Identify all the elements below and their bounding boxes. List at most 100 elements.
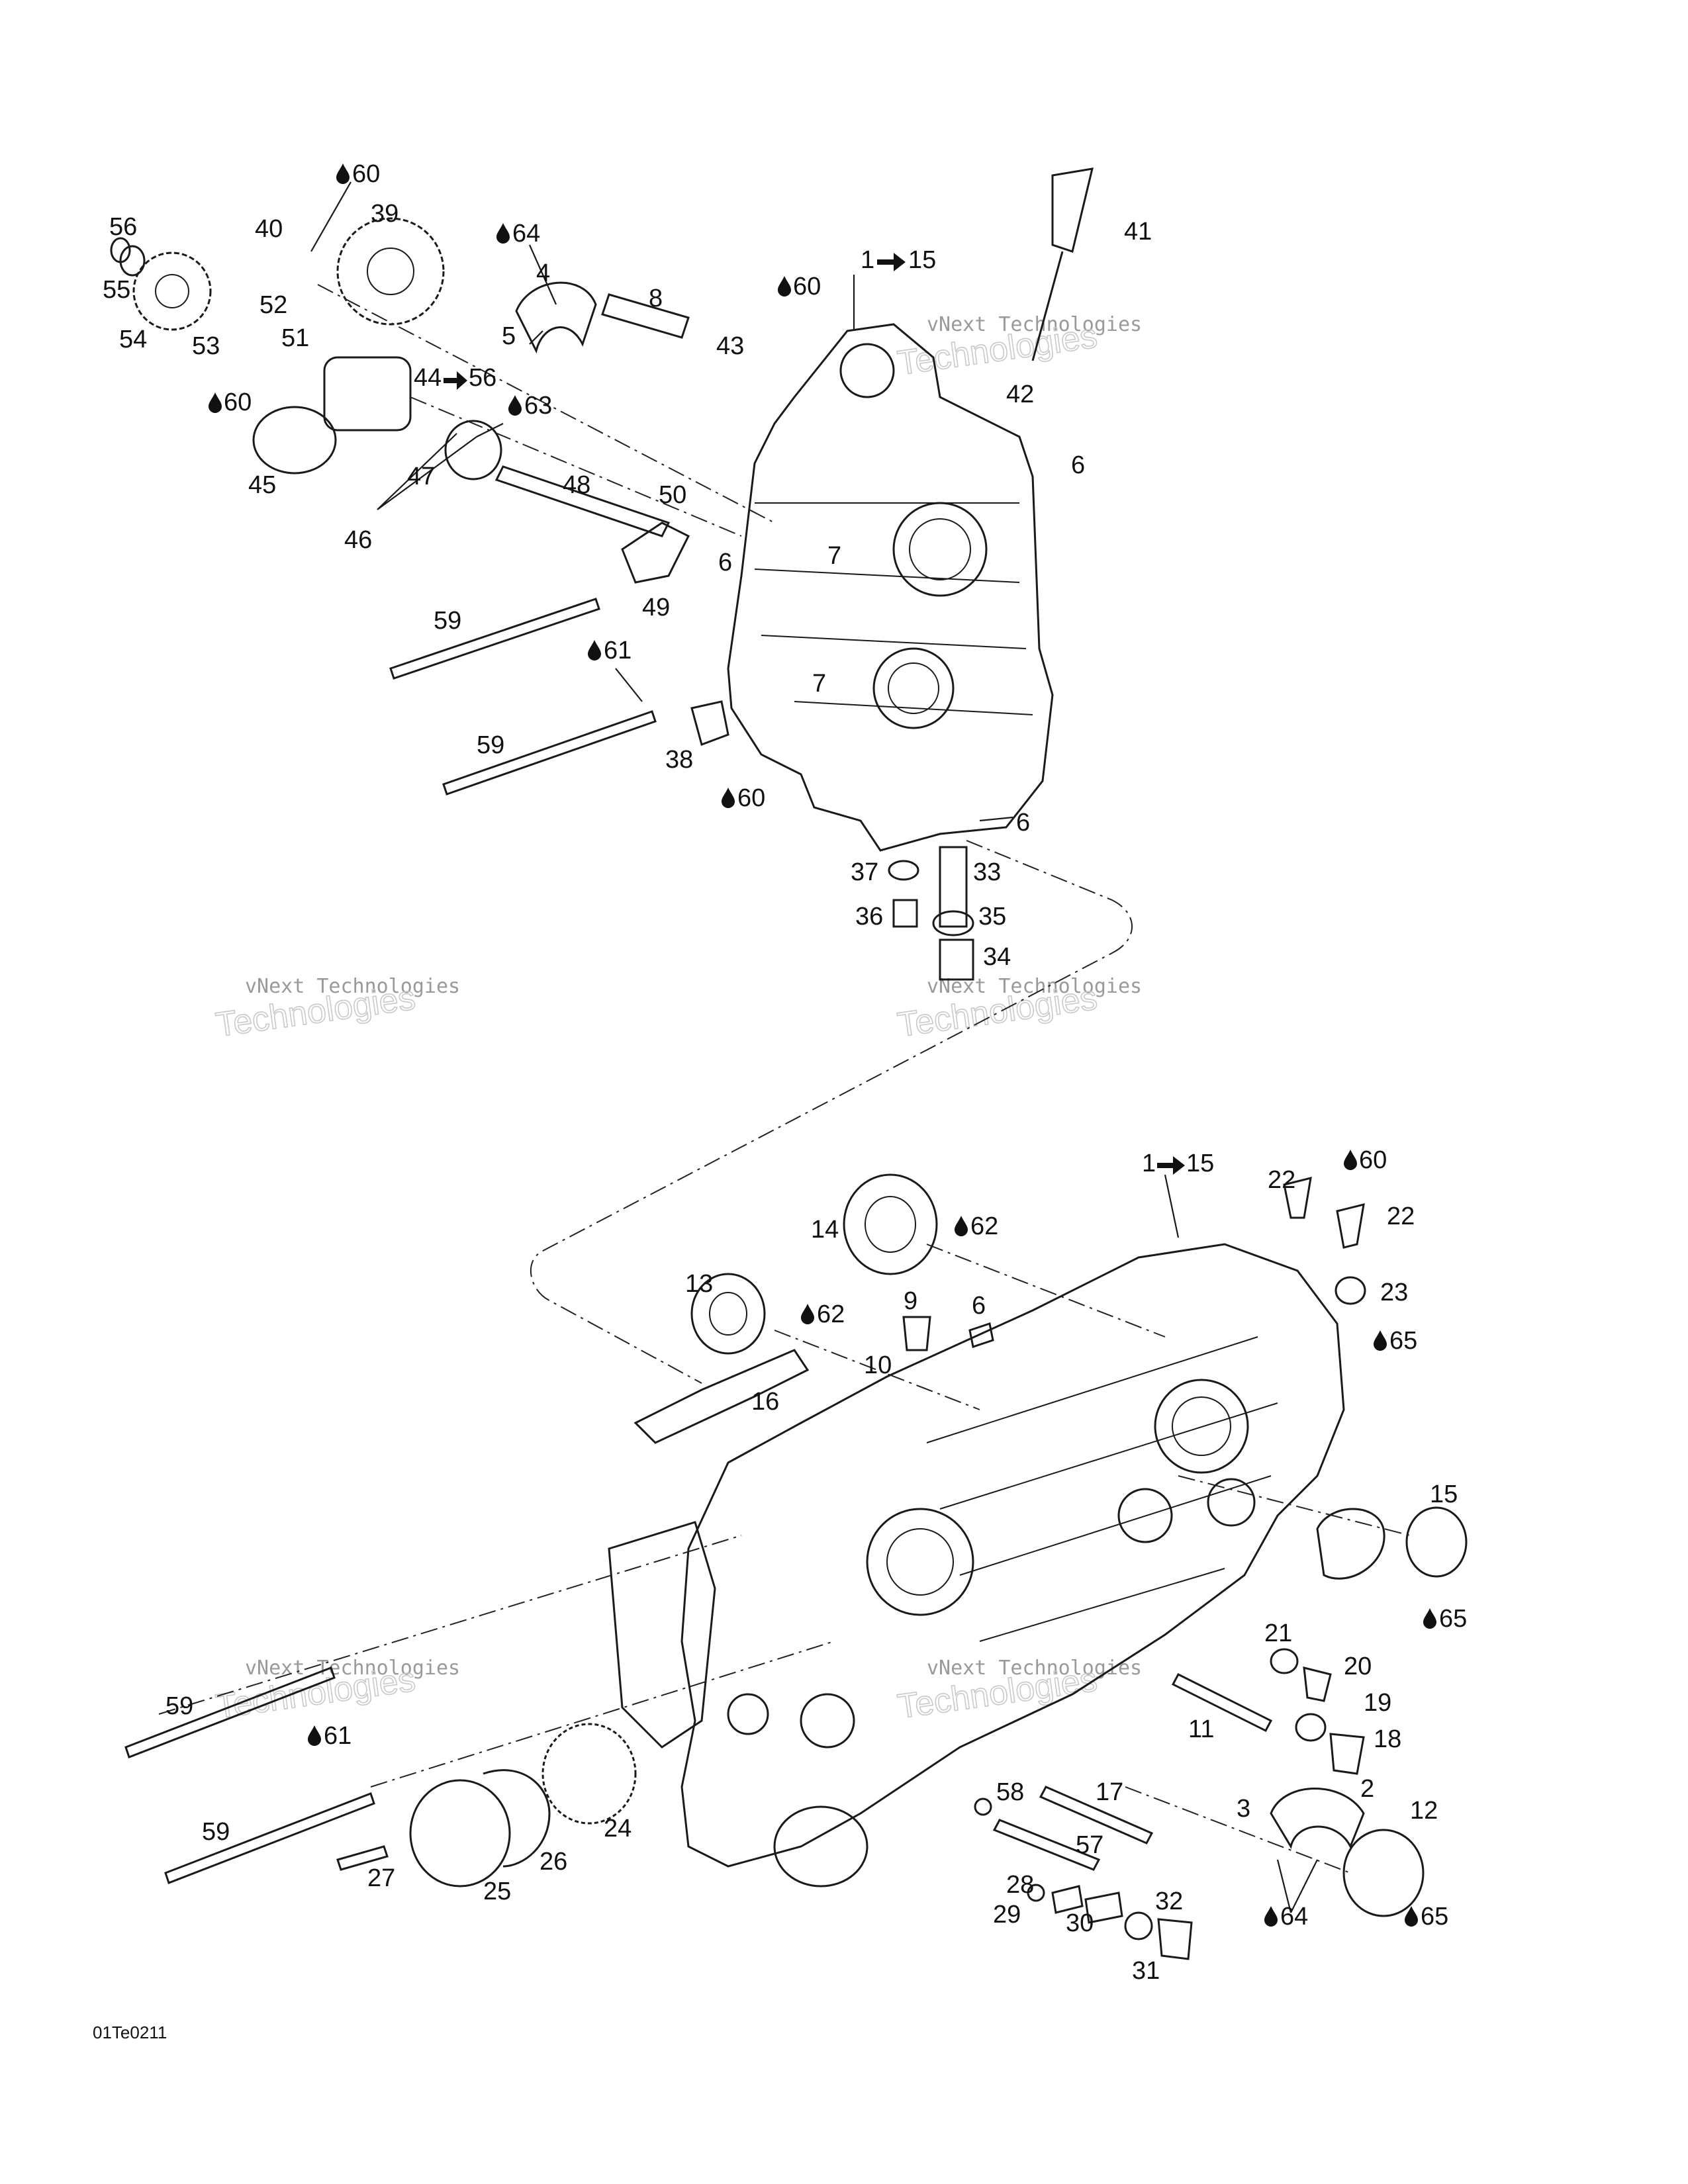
callout-label: 54 <box>119 326 147 353</box>
watermark-line1: vNext Technologies <box>245 975 460 998</box>
oil-drop-icon <box>778 276 791 296</box>
callout-label: 47 <box>407 463 435 490</box>
watermark-line1: vNext Technologies <box>927 313 1142 336</box>
oil-drop-icon <box>588 640 601 660</box>
callout-label: 20 <box>1344 1653 1372 1680</box>
callout-label: 7 <box>827 542 841 570</box>
watermark-layer: vNext Technologies Technologies vNext Te… <box>213 313 1142 1727</box>
gasket-right <box>1316 1508 1385 1580</box>
stud-59-b <box>442 710 657 796</box>
gear-54-hub <box>155 274 189 308</box>
callout-label: 41 <box>1124 218 1152 246</box>
bearing-bore <box>1154 1379 1249 1474</box>
oil-drop-label: 64 <box>1264 1903 1308 1931</box>
callout-label: 17 <box>1096 1778 1123 1806</box>
bearing-bore <box>866 1508 974 1616</box>
leader <box>615 668 643 702</box>
callout-label: 23 <box>1380 1279 1408 1306</box>
callout-label: 42 <box>1006 381 1034 408</box>
screw-27 <box>336 1845 389 1871</box>
alignment-line <box>158 1535 742 1715</box>
arrow-right-icon <box>1157 1156 1185 1175</box>
callout-label: 13 <box>685 1270 713 1298</box>
callout-label: 38 <box>665 746 693 774</box>
cover-25 <box>409 1779 511 1888</box>
bearing-shell-2-3 <box>1270 1788 1365 1849</box>
oil-drop-icon <box>1374 1330 1387 1351</box>
gear-54 <box>132 251 212 331</box>
callout-label: 34 <box>983 943 1011 971</box>
watermark-line1: vNext Technologies <box>245 1657 460 1680</box>
leader <box>1164 1174 1180 1238</box>
watermark: vNext Technologies Technologies <box>895 1657 1142 1727</box>
leader <box>310 181 352 252</box>
bearing-shell-4-5 <box>515 281 597 354</box>
dipstick-41 <box>1031 167 1094 361</box>
upper-labels: 1 15 4 5 6 6 6 7 7 8 33 34 35 36 37 38 3… <box>103 160 1152 971</box>
oil-drop-value: 65 <box>1389 1327 1417 1355</box>
arrow-right-icon <box>877 253 906 271</box>
cap-23 <box>1335 1276 1366 1305</box>
o-ring-32 <box>1124 1911 1153 1940</box>
leader-lines <box>310 181 1318 1913</box>
callout-label: 15 <box>1186 1150 1214 1177</box>
bearing-bore <box>892 502 988 597</box>
callout-label: 8 <box>649 285 663 312</box>
plunger-30 <box>1084 1891 1123 1924</box>
callout-label: 59 <box>202 1818 230 1846</box>
callout-label: 43 <box>716 332 744 360</box>
callout-label: 15 <box>1430 1480 1458 1508</box>
callout-label: 53 <box>192 332 220 360</box>
oil-drop-value: 61 <box>324 1722 352 1750</box>
alignment-line <box>530 840 1133 1384</box>
plug-9 <box>902 1316 931 1351</box>
oil-filler-boss <box>839 343 895 398</box>
callout-label: 6 <box>718 549 732 576</box>
callout-label: 32 <box>1155 1888 1183 1915</box>
filter-24 <box>541 1723 637 1825</box>
oil-drop-label: 61 <box>588 637 632 664</box>
callout-label: 4 <box>536 259 550 287</box>
bolt-17 <box>1039 1786 1154 1844</box>
callout-label: 57 <box>1076 1831 1103 1859</box>
callout-label: 16 <box>751 1388 779 1416</box>
callout-label: 56 <box>469 364 496 392</box>
bearing-bore <box>872 647 955 729</box>
oil-drop-value: 62 <box>817 1300 845 1328</box>
gear-39-hub <box>367 248 414 295</box>
washer-37 <box>888 860 919 881</box>
callout-label: 19 <box>1364 1689 1391 1717</box>
seal-47 <box>444 420 502 480</box>
drawing-code: 01Te0211 <box>93 2023 167 2042</box>
oil-drop-icon <box>1423 1608 1436 1629</box>
callout-label: 33 <box>973 858 1001 886</box>
oil-drop-label: 63 <box>508 392 552 420</box>
bearing-14 <box>843 1173 938 1275</box>
alignment-line <box>317 284 775 523</box>
callout-label: 45 <box>248 471 276 499</box>
callout-label: 26 <box>539 1848 567 1876</box>
callout-label: 24 <box>604 1815 632 1843</box>
ball-28 <box>1027 1884 1045 1902</box>
plug-22-b <box>1336 1203 1365 1249</box>
dowel-6-lower <box>968 1322 994 1348</box>
callout-label: 5 <box>502 322 516 350</box>
stud-59-c <box>124 1666 336 1758</box>
oil-drop-value: 60 <box>793 273 821 300</box>
callout-label: 59 <box>434 607 461 635</box>
oil-drop-value: 64 <box>1280 1903 1308 1931</box>
oil-drop-value: 61 <box>604 637 632 664</box>
stud-59-d <box>164 1792 375 1884</box>
leader <box>528 244 557 345</box>
callout-label: 36 <box>855 903 883 931</box>
sleeve-bottom <box>773 1805 868 1888</box>
watermark-line1: vNext Technologies <box>927 1657 1142 1680</box>
oil-drop-icon <box>955 1216 968 1236</box>
oil-drop-value: 65 <box>1421 1903 1448 1931</box>
o-ring-45 <box>252 406 337 475</box>
oil-drop-icon <box>801 1304 814 1324</box>
callout-label: 40 <box>255 215 283 243</box>
callout-label: 2 <box>1360 1775 1374 1803</box>
washer-21 <box>1270 1648 1299 1674</box>
